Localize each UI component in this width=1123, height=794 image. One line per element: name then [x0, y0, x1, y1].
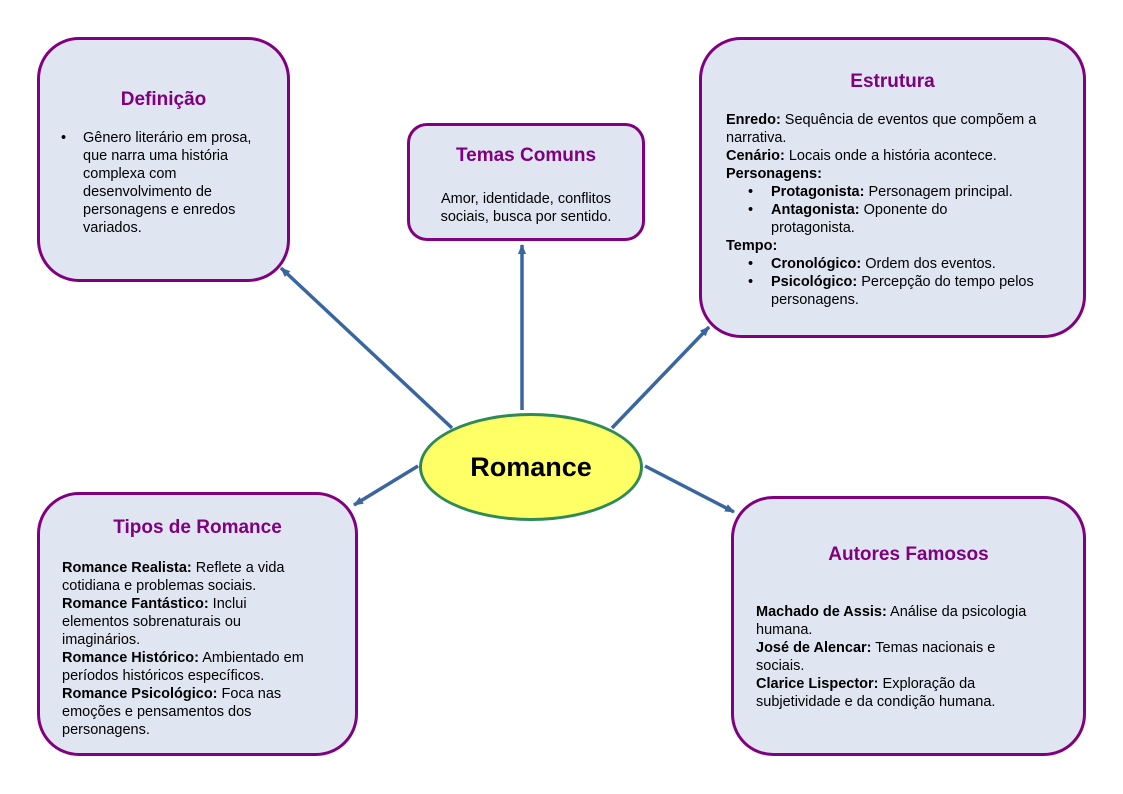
- estrutura-cenario-text: Locais onde a história acontece.: [784, 148, 997, 164]
- historico-label: Romance Histórico:: [62, 650, 199, 666]
- machado-label: Machado de Assis:: [756, 604, 887, 620]
- estrutura-tempo-label: Tempo:: [726, 238, 778, 254]
- estrutura-tempo-heading: Tempo:: [726, 237, 1066, 255]
- tipos-psicologico-text: Foca nas emoções e pensamentos dos perso…: [62, 686, 282, 738]
- autores-box: Autores Famosos Machado de Assis: Anális…: [731, 496, 1086, 756]
- cronologico-label: Cronológico:: [771, 256, 862, 272]
- machado-text: Análise da psicologia humana.: [756, 604, 1027, 638]
- temas-content: Amor, identidade, conflitos sociais, bus…: [424, 190, 628, 226]
- tipos-box: Tipos de Romance Romance Realista: Refle…: [37, 492, 358, 756]
- alencar-label: José de Alencar:: [756, 640, 872, 656]
- protagonista-label: Protagonista:: [771, 184, 865, 200]
- estrutura-personagens-label: Personagens:: [726, 166, 822, 182]
- tipos-item-fantastico: Romance Fantástico: Inclui elementos sob…: [62, 595, 282, 649]
- estrutura-title: Estrutura: [850, 71, 935, 92]
- realista-label: Romance Realista:: [62, 560, 192, 576]
- tipos-item-historico: Romance Histórico: Ambientado em período…: [62, 649, 334, 685]
- cronologico-text: Ordem dos eventos.: [861, 256, 996, 272]
- psicologico-text: Percepção do tempo pelos personagens.: [771, 274, 1034, 308]
- tipos-item-psicologico: Romance Psicológico: Foca nas emoções e …: [62, 685, 312, 739]
- clarice-text: Exploração da subjetividade e da condiçã…: [756, 676, 996, 710]
- definicao-bullet: Gênero literário em prosa, que narra uma…: [61, 129, 266, 237]
- arrow-to-autores: [644, 464, 735, 514]
- autores-item-machado: Machado de Assis: Análise da psicologia …: [756, 603, 1066, 639]
- estrutura-enredo-text: Sequência de eventos que compõem a narra…: [726, 112, 1037, 146]
- tipos-content: Romance Realista: Reflete a vida cotidia…: [62, 559, 334, 739]
- fantastico-text: Inclui elementos sobrenaturais ou imagin…: [62, 596, 247, 648]
- arrow-to-estrutura: [610, 325, 711, 430]
- fantastico-label: Romance Fantástico:: [62, 596, 209, 612]
- autores-item-alencar: José de Alencar: Temas nacionais e socia…: [756, 639, 1036, 675]
- temas-title: Temas Comuns: [455, 145, 597, 166]
- estrutura-enredo-label: Enredo:: [726, 112, 781, 128]
- estrutura-antagonista: Antagonista: Oponente do protagonista.: [726, 201, 1011, 237]
- temas-box: Temas Comuns Amor, identidade, conflitos…: [407, 123, 645, 241]
- estrutura-box: Estrutura Enredo: Sequência de eventos q…: [699, 37, 1086, 338]
- central-node-label: Romance: [470, 451, 592, 482]
- historico-text: Ambientado em períodos históricos especí…: [62, 650, 304, 684]
- arrow-to-tipos: [353, 464, 419, 507]
- definicao-title: Definição: [120, 89, 207, 110]
- estrutura-cronologico: Cronológico: Ordem dos eventos.: [726, 255, 1066, 273]
- temas-text: Amor, identidade, conflitos sociais, bus…: [440, 191, 612, 225]
- clarice-label: Clarice Lispector:: [756, 676, 879, 692]
- realista-text: Reflete a vida cotidiana e problemas soc…: [62, 560, 285, 594]
- antagonista-text: Oponente do protagonista.: [771, 202, 948, 236]
- tipos-psicologico-label: Romance Psicológico:: [62, 686, 218, 702]
- autores-item-clarice: Clarice Lispector: Exploração da subjeti…: [756, 675, 1041, 711]
- estrutura-personagens-heading: Personagens:: [726, 165, 1066, 183]
- estrutura-protagonista: Protagonista: Personagem principal.: [726, 183, 1066, 201]
- autores-content: Machado de Assis: Análise da psicologia …: [756, 603, 1066, 711]
- definicao-box: Definição Gênero literário em prosa, que…: [37, 37, 290, 282]
- arrow-to-definicao: [279, 266, 454, 430]
- tipos-item-realista: Romance Realista: Reflete a vida cotidia…: [62, 559, 334, 595]
- definicao-content: Gênero literário em prosa, que narra uma…: [61, 129, 266, 237]
- estrutura-content: Enredo: Sequência de eventos que compõem…: [726, 111, 1066, 309]
- estrutura-cenario-label: Cenário:: [726, 148, 785, 164]
- alencar-text: Temas nacionais e sociais.: [756, 640, 996, 674]
- estrutura-psicologico: Psicológico: Percepção do tempo pelos pe…: [726, 273, 1041, 309]
- protagonista-text: Personagem principal.: [864, 184, 1013, 200]
- estrutura-cenario: Cenário: Locais onde a história acontece…: [726, 147, 1066, 165]
- estrutura-enredo: Enredo: Sequência de eventos que compõem…: [726, 111, 1066, 147]
- autores-title: Autores Famosos: [828, 544, 989, 565]
- psicologico-label: Psicológico:: [771, 274, 858, 290]
- central-node-romance: Romance: [419, 413, 643, 521]
- tipos-title: Tipos de Romance: [113, 517, 282, 538]
- antagonista-label: Antagonista:: [771, 202, 860, 218]
